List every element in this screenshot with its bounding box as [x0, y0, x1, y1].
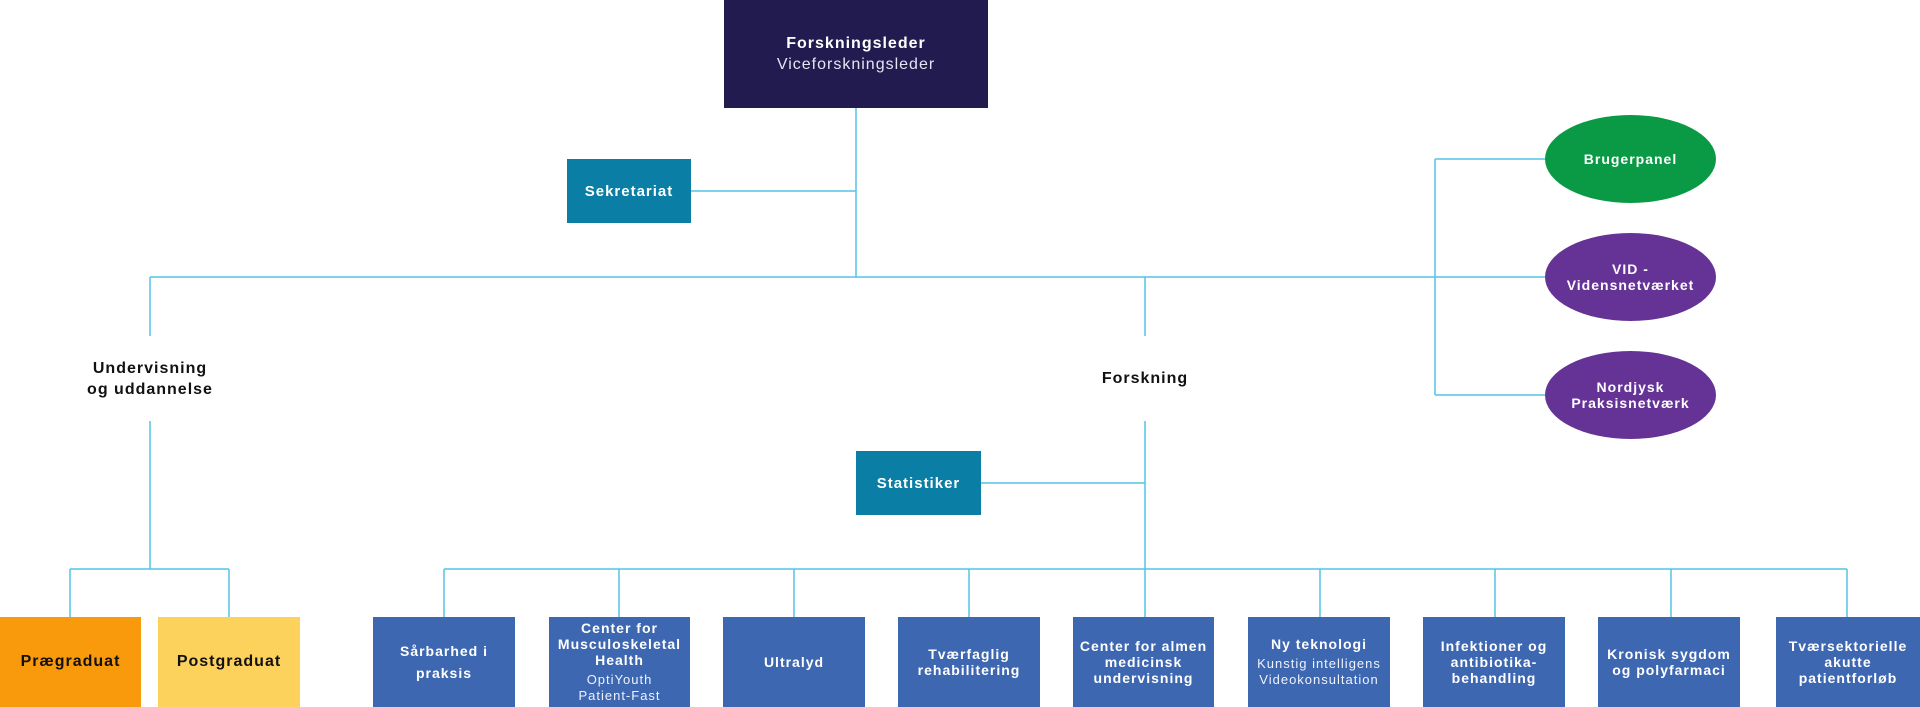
unit-label-line: Ny teknologi — [1270, 636, 1367, 652]
unit-label-line: Tværsektorielle — [1788, 638, 1908, 654]
unit-project-line: OptiYouth — [586, 672, 653, 687]
unit-label-line: patientforløb — [1798, 670, 1898, 686]
education-heading-line-1: Undervisning — [92, 359, 208, 377]
unit-label-line: undervisning — [1093, 670, 1194, 686]
research-unit-almen-medicinsk: Center for almen medicinsk undervisning — [1073, 617, 1214, 707]
postgraduate-box: Postgraduat — [158, 617, 300, 707]
research-unit-kronisk-sygdom: Kronisk sygdom og polyfarmaci — [1598, 617, 1740, 707]
unit-label-line: Center for — [581, 620, 658, 636]
unit-label-line: medicinsk — [1104, 654, 1183, 670]
unit-label-line: Musculoskeletal — [557, 636, 682, 652]
education-section-heading: Undervisning og uddannelse — [40, 336, 260, 421]
education-heading-line-2: og uddannelse — [87, 380, 213, 398]
research-unit-ny-teknologi: Ny teknologi Kunstig intelligens Videoko… — [1248, 617, 1390, 707]
unit-label-line: antibiotika- — [1450, 654, 1538, 670]
postgraduate-label: Postgraduat — [176, 653, 282, 670]
unit-label-line: rehabilitering — [917, 662, 1021, 678]
nordjysk-label-line-1: Nordjysk — [1596, 379, 1665, 395]
research-unit-tvaersektorielle: Tværsektorielle akutte patientforløb — [1776, 617, 1920, 707]
secretariat-label: Sekretariat — [584, 182, 674, 200]
research-unit-musculoskeletal: Center for Musculoskeletal Health OptiYo… — [549, 617, 690, 707]
user-panel-oval: Brugerpanel — [1545, 115, 1716, 203]
statistician-box: Statistiker — [856, 451, 981, 515]
unit-label-line: Infektioner og — [1440, 638, 1548, 654]
secretariat-box: Sekretariat — [567, 159, 691, 223]
nordjysk-network-oval: Nordjysk Praksisnetværk — [1545, 351, 1716, 439]
unit-label-line: Center for almen — [1079, 638, 1208, 654]
unit-label-line: Tværfaglig — [928, 646, 1010, 662]
unit-label-line: Sårbarhed i — [399, 643, 489, 659]
user-panel-label: Brugerpanel — [1583, 151, 1678, 167]
unit-label-line: og polyfarmaci — [1612, 662, 1726, 678]
unit-label-line: Health — [595, 652, 644, 668]
unit-label-line: Kronisk sygdom — [1607, 646, 1731, 662]
unit-label-line: Ultralyd — [763, 654, 825, 670]
research-unit-saarbarhed: Sårbarhed i praksis — [373, 617, 515, 707]
unit-project-line: Kunstig intelligens — [1257, 656, 1381, 671]
unit-project-line: Videokonsultation — [1259, 672, 1379, 687]
nordjysk-label-line-2: Praksisnetværk — [1571, 395, 1690, 411]
pregraduate-label: Prægraduat — [20, 653, 121, 670]
vid-label-line-1: VID - — [1612, 261, 1649, 277]
research-unit-ultralyd: Ultralyd — [723, 617, 865, 707]
unit-label-line: akutte — [1824, 654, 1872, 670]
research-unit-rehabilitering: Tværfaglig rehabilitering — [898, 617, 1040, 707]
research-leader-title: Forskningsleder — [786, 34, 926, 52]
research-heading-label: Forskning — [1101, 370, 1189, 387]
unit-label-line: praksis — [415, 665, 473, 681]
unit-label-line: behandling — [1451, 670, 1537, 686]
research-section-heading: Forskning — [1045, 336, 1245, 421]
vice-research-leader-title: Viceforskningsleder — [776, 55, 936, 73]
vid-label-line-2: Vidensnetværket — [1566, 277, 1695, 293]
unit-project-line: Patient-Fast — [578, 688, 661, 703]
research-unit-infektioner: Infektioner og antibiotika- behandling — [1423, 617, 1565, 707]
vid-network-oval: VID - Vidensnetværket — [1545, 233, 1716, 321]
pregraduate-box: Prægraduat — [0, 617, 141, 707]
statistician-label: Statistiker — [876, 474, 961, 492]
research-leader-box: Forskningsleder Viceforskningsleder — [724, 0, 988, 108]
